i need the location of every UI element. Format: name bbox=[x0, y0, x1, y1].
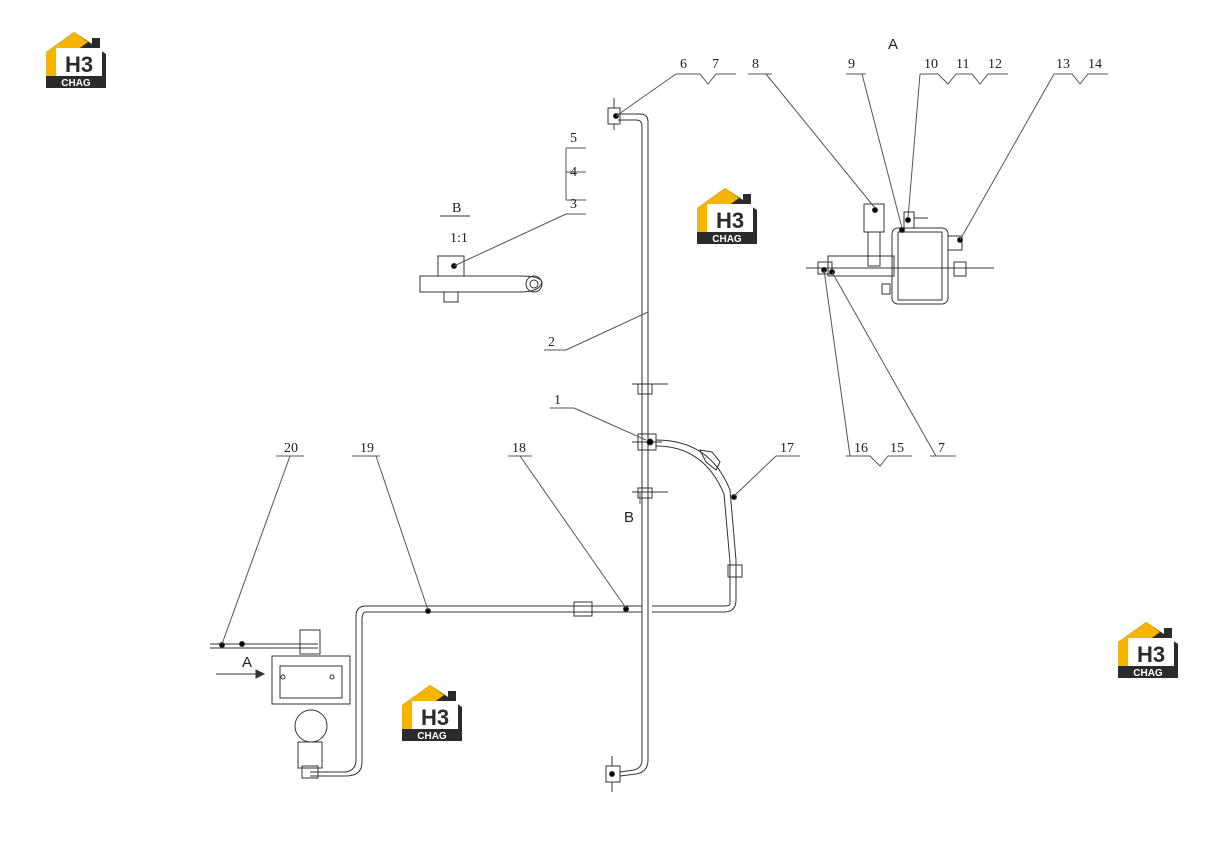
pipe-clip bbox=[637, 487, 653, 499]
pipe-clip bbox=[637, 383, 653, 395]
view-b-arrow-label: B bbox=[624, 509, 634, 526]
detail-b-drawing bbox=[419, 215, 543, 303]
logo-text-top: H3 bbox=[1137, 642, 1165, 667]
callout-9: 9 bbox=[848, 57, 855, 72]
branch-hose bbox=[652, 439, 743, 613]
callout-7: 7 bbox=[712, 57, 719, 72]
callout-2: 2 bbox=[548, 335, 555, 350]
view-b-title: B bbox=[452, 201, 461, 216]
bottom-fitting bbox=[605, 756, 621, 792]
callout-1: 1 bbox=[554, 393, 561, 408]
leader-lines bbox=[221, 73, 1108, 645]
logo-text-bottom: CHAG bbox=[61, 78, 91, 89]
callout-20: 20 bbox=[284, 441, 298, 456]
brand-logo-watermark: H3 CHAG bbox=[695, 186, 759, 246]
callout-3: 3 bbox=[570, 197, 577, 212]
brand-logo-graphic: H3 CHAG bbox=[46, 32, 106, 89]
callout-6: 6 bbox=[680, 57, 687, 72]
callout-19: 19 bbox=[360, 441, 374, 456]
horizontal-brake-pipe bbox=[310, 601, 642, 777]
view-b-scale: 1:1 bbox=[450, 231, 468, 246]
callout-8: 8 bbox=[752, 57, 759, 72]
callout-16: 16 bbox=[854, 441, 868, 456]
logo-text-top: H3 bbox=[65, 52, 93, 77]
callout-10: 10 bbox=[924, 57, 938, 72]
callout-labels: 6 7 8 9 10 11 12 13 14 5 4 3 2 1 20 19 1… bbox=[242, 36, 1102, 671]
callout-15: 15 bbox=[890, 441, 904, 456]
vertical-brake-pipe bbox=[618, 113, 649, 777]
callout-7-lower: 7 bbox=[938, 441, 945, 456]
callout-18: 18 bbox=[512, 441, 526, 456]
logo-text-bottom: CHAG bbox=[417, 731, 447, 742]
brand-logo-watermark: H3 CHAG bbox=[1116, 620, 1180, 680]
brand-logo-watermark: H3 CHAG bbox=[400, 683, 464, 743]
callout-11: 11 bbox=[956, 57, 969, 72]
callout-12: 12 bbox=[988, 57, 1002, 72]
callout-14: 14 bbox=[1088, 57, 1102, 72]
callout-13: 13 bbox=[1056, 57, 1070, 72]
logo-text-bottom: CHAG bbox=[1133, 668, 1163, 679]
view-a-drawing bbox=[806, 203, 994, 305]
brand-logo: H3 CHAG bbox=[44, 30, 108, 90]
tee-fitting bbox=[632, 433, 662, 451]
lower-cylinder-assembly bbox=[210, 629, 351, 779]
callout-4: 4 bbox=[570, 165, 577, 180]
view-a-label-top: A bbox=[888, 36, 898, 53]
logo-text-top: H3 bbox=[421, 705, 449, 730]
logo-text-bottom: CHAG bbox=[712, 234, 742, 245]
callout-5: 5 bbox=[570, 131, 577, 146]
logo-text-top: H3 bbox=[716, 208, 744, 233]
view-a-label-bottom: A bbox=[242, 654, 252, 671]
callout-17: 17 bbox=[780, 441, 794, 456]
